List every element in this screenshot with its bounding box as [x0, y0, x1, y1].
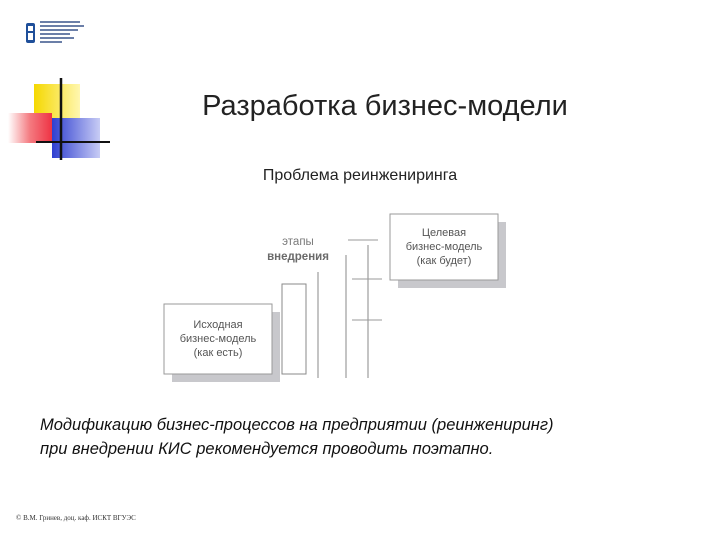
- source-model-line2: бизнес-модель: [179, 333, 257, 345]
- slide-subtitle: Проблема реинжениринга: [262, 167, 458, 184]
- source-model-line3: (как есть): [193, 347, 243, 359]
- stages-label-line2: внедрения: [267, 251, 329, 263]
- body-line-1: Модификацию бизнес-процессов на предприя…: [40, 416, 554, 434]
- reengineering-diagram: этапы внедрения Целевая бизнес-модель (к…: [150, 200, 530, 390]
- target-model-line3: (как будет): [416, 255, 472, 267]
- target-model-line1: Целевая: [421, 227, 467, 239]
- target-model-line2: бизнес-модель: [405, 241, 483, 253]
- copyright-text: © В.М. Гринев, доц. каф. ИСКТ ВГУЭС: [16, 514, 136, 522]
- target-model-label: Целевая бизнес-модель (как будет): [390, 226, 498, 268]
- stages-label: этапы внедрения: [258, 235, 338, 265]
- body-line-2: при внедрении КИС рекомендуется проводит…: [40, 440, 494, 458]
- source-model-box: [163, 303, 273, 375]
- target-model-box: [389, 213, 499, 281]
- stage-bar-1: [281, 283, 307, 375]
- university-logo: [22, 18, 102, 50]
- stages-label-line1: этапы: [282, 236, 314, 248]
- source-model-label: Исходная бизнес-модель (как есть): [164, 318, 272, 360]
- source-model-line1: Исходная: [193, 319, 243, 331]
- slide-title: Разработка бизнес-модели: [202, 90, 568, 122]
- body-paragraph: Модификацию бизнес-процессов на предприя…: [40, 413, 700, 461]
- decorative-squares: [0, 0, 120, 170]
